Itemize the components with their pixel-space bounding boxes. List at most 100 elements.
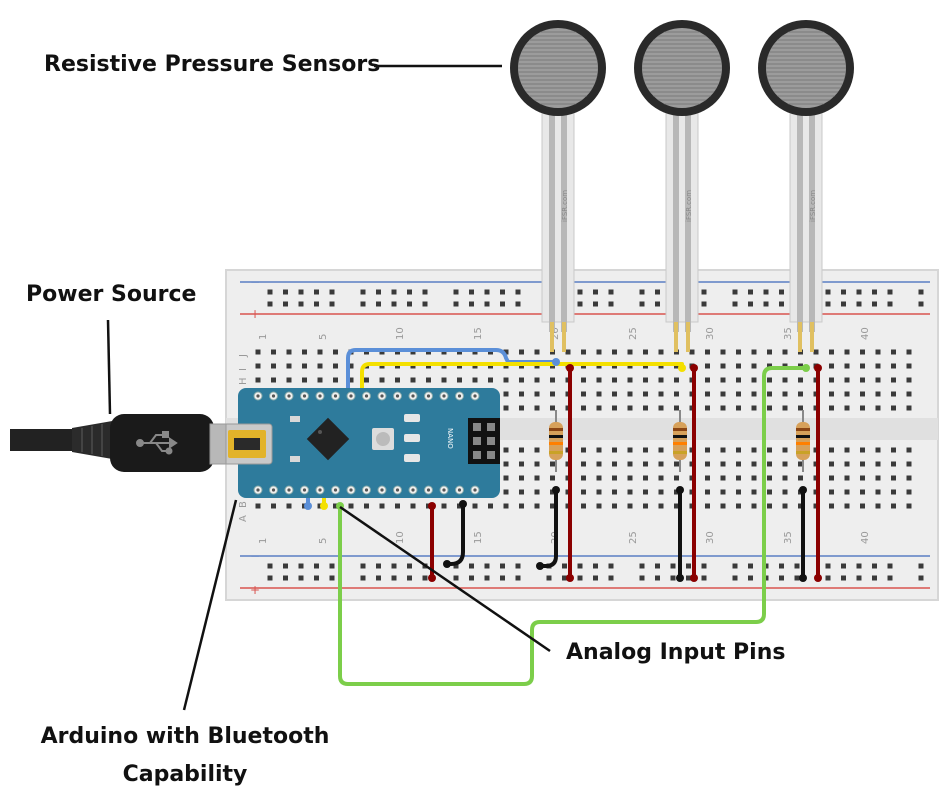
- breadboard-hole: [267, 301, 273, 307]
- breadboard-hole: [844, 391, 850, 397]
- breadboard-hole: [872, 575, 877, 581]
- breadboard-hole: [581, 405, 586, 411]
- rail-plus-bottom: +: [250, 583, 260, 597]
- breadboard-hole: [779, 289, 784, 295]
- breadboard-hole: [674, 405, 679, 411]
- breadboard-hole: [453, 289, 459, 295]
- usb-cable: [10, 414, 227, 472]
- breadboard-hole: [841, 563, 846, 569]
- breadboard-hole: [732, 563, 738, 569]
- resistors: [549, 410, 810, 472]
- breadboard-hole: [875, 475, 881, 481]
- arduino-chip: [306, 417, 350, 461]
- breadboard-hole: [860, 405, 865, 411]
- breadboard-hole: [829, 349, 834, 355]
- breadboard-hole: [875, 503, 881, 509]
- breadboard-hole: [643, 405, 648, 411]
- breadboard-hole: [639, 575, 645, 581]
- breadboard-hole: [333, 503, 338, 509]
- breadboard-hole: [422, 289, 428, 295]
- breadboard-hole: [875, 349, 881, 355]
- breadboard-hole: [534, 447, 540, 453]
- arduino-board-label: NANO: [446, 428, 454, 449]
- breadboard-hole: [596, 461, 602, 467]
- breadboard-hole: [612, 489, 617, 495]
- breadboard-hole: [410, 503, 416, 509]
- breadboard-hole: [348, 503, 354, 509]
- breadboard-hole: [267, 563, 273, 569]
- breadboard-hole: [581, 475, 586, 481]
- breadboard-hole: [674, 475, 679, 481]
- breadboard-hole: [255, 503, 261, 509]
- breadboard-hole: [314, 289, 319, 295]
- breadboard-hole: [674, 489, 679, 495]
- breadboard-hole: [705, 475, 710, 481]
- breadboard-hole: [736, 489, 741, 495]
- breadboard-hole: [655, 563, 660, 569]
- breadboard-hole: [841, 289, 846, 295]
- breadboard-hole: [639, 289, 645, 295]
- breadboard-hole: [798, 461, 803, 467]
- breadboard-hole: [581, 489, 586, 495]
- breadboard-hole: [562, 575, 567, 581]
- breadboard-hole: [441, 377, 447, 383]
- wire-black: [445, 502, 465, 566]
- breadboard-hole: [519, 377, 524, 383]
- breadboard-hole: [581, 461, 586, 467]
- breadboard-hole: [422, 575, 428, 581]
- breadboard-hole: [782, 503, 788, 509]
- breadboard-hole: [469, 301, 474, 307]
- breadboard-hole: [302, 363, 307, 369]
- breadboard-hole: [329, 301, 335, 307]
- breadboard-hole: [720, 405, 726, 411]
- breadboard-hole: [627, 489, 633, 495]
- breadboard-hole: [407, 575, 412, 581]
- breadboard-hole: [643, 461, 648, 467]
- breadboard-hole: [875, 489, 881, 495]
- col-num-bottom: 5: [318, 538, 329, 544]
- breadboard-hole: [643, 349, 648, 355]
- breadboard-hole: [686, 563, 691, 569]
- breadboard-hole: [283, 289, 288, 295]
- breadboard-hole: [407, 563, 412, 569]
- breadboard-hole: [875, 391, 881, 397]
- breadboard-hole: [767, 377, 772, 383]
- breadboard-hole: [856, 563, 862, 569]
- breadboard-hole: [767, 363, 772, 369]
- breadboard-hole: [782, 475, 788, 481]
- breadboard-hole: [875, 461, 881, 467]
- breadboard-hole: [593, 289, 598, 295]
- breadboard-hole: [860, 391, 865, 397]
- breadboard-hole: [736, 503, 741, 509]
- breadboard-hole: [283, 575, 288, 581]
- breadboard-hole: [736, 363, 741, 369]
- breadboard-hole: [593, 301, 598, 307]
- breadboard-hole: [612, 503, 617, 509]
- breadboard-hole: [534, 391, 540, 397]
- breadboard-hole: [705, 461, 710, 467]
- breadboard-hole: [860, 489, 865, 495]
- breadboard-hole: [794, 563, 800, 569]
- breadboard-hole: [875, 363, 881, 369]
- breadboard-hole: [643, 489, 648, 495]
- pressure-sensor: iFSR.com: [510, 20, 606, 352]
- breadboard-hole: [395, 377, 400, 383]
- breadboard-hole: [825, 575, 831, 581]
- breadboard-hole: [906, 489, 912, 495]
- breadboard-hole: [267, 575, 273, 581]
- breadboard-hole: [655, 289, 660, 295]
- usb-icon: [136, 431, 178, 455]
- breadboard-hole: [798, 391, 803, 397]
- breadboard-hole: [519, 391, 524, 397]
- breadboard-hole: [596, 475, 602, 481]
- breadboard-hole: [887, 575, 893, 581]
- breadboard-hole: [488, 503, 493, 509]
- breadboard-hole: [705, 405, 710, 411]
- breadboard-hole: [298, 301, 304, 307]
- sensor-brand-text: iFSR.com: [809, 190, 817, 222]
- breadboard-hole: [751, 405, 757, 411]
- breadboard-hole: [751, 475, 757, 481]
- breadboard-hole: [333, 377, 338, 383]
- breadboard-hole: [643, 447, 648, 453]
- breadboard-hole: [469, 563, 474, 569]
